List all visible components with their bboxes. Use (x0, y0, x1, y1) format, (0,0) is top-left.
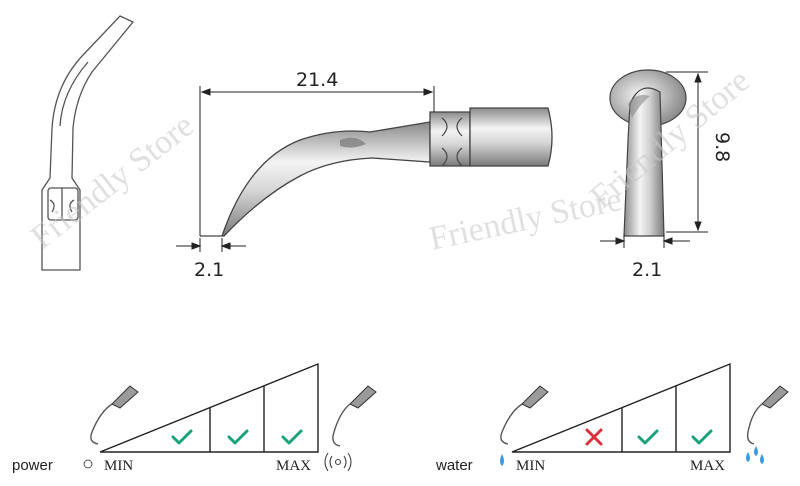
watermark-1: Friendly Store (24, 107, 201, 257)
tip-side-view (200, 107, 553, 237)
check-mark (171, 429, 193, 445)
water-drops-icon (746, 446, 764, 464)
water-panel: water MIN MAX (435, 362, 789, 474)
scaler-tip-icon (332, 385, 377, 447)
check-mark (281, 429, 303, 445)
dimension-tip-width (176, 238, 246, 252)
dimension-side-width-label: 2.1 (632, 259, 662, 281)
water-scale-triangle (511, 362, 731, 453)
min-vibration-icon (83, 459, 93, 469)
check-mark (637, 429, 659, 445)
dimension-length-label: 21.4 (296, 69, 338, 91)
water-label: water (435, 457, 473, 474)
power-level-2-check-icon (227, 429, 249, 445)
water-level-1-cross-icon (585, 428, 603, 446)
water-max-label: MAX (690, 458, 725, 474)
power-max-label: MAX (276, 458, 311, 474)
scaler-tip-icon (746, 385, 789, 445)
power-panel: power MIN MAX (12, 362, 377, 474)
dimension-length (199, 86, 435, 236)
dimension-tip-width-label: 2.1 (194, 259, 224, 281)
scaler-tip-icon (500, 385, 549, 445)
dimension-side-height (666, 71, 708, 233)
check-mark (227, 429, 249, 445)
cross-mark (585, 428, 603, 446)
tip-front-view (609, 69, 687, 237)
power-min-label: MIN (104, 458, 133, 474)
dimension-side-width (600, 234, 690, 248)
power-label: power (12, 457, 53, 474)
water-min-label: MIN (516, 458, 545, 474)
water-level-2-check-icon (637, 429, 659, 445)
check-mark (691, 429, 713, 445)
water-level-3-check-icon (691, 429, 713, 445)
scaler-tip-icon (90, 385, 139, 445)
dimension-side-height-label: 9.8 (711, 132, 733, 162)
power-level-3-check-icon (281, 429, 303, 445)
power-level-1-check-icon (171, 429, 193, 445)
water-drop-icon (500, 454, 504, 466)
power-scale-triangle (99, 362, 319, 453)
tip-outline-sketch (41, 15, 135, 271)
vibration-waves-icon (324, 452, 352, 472)
